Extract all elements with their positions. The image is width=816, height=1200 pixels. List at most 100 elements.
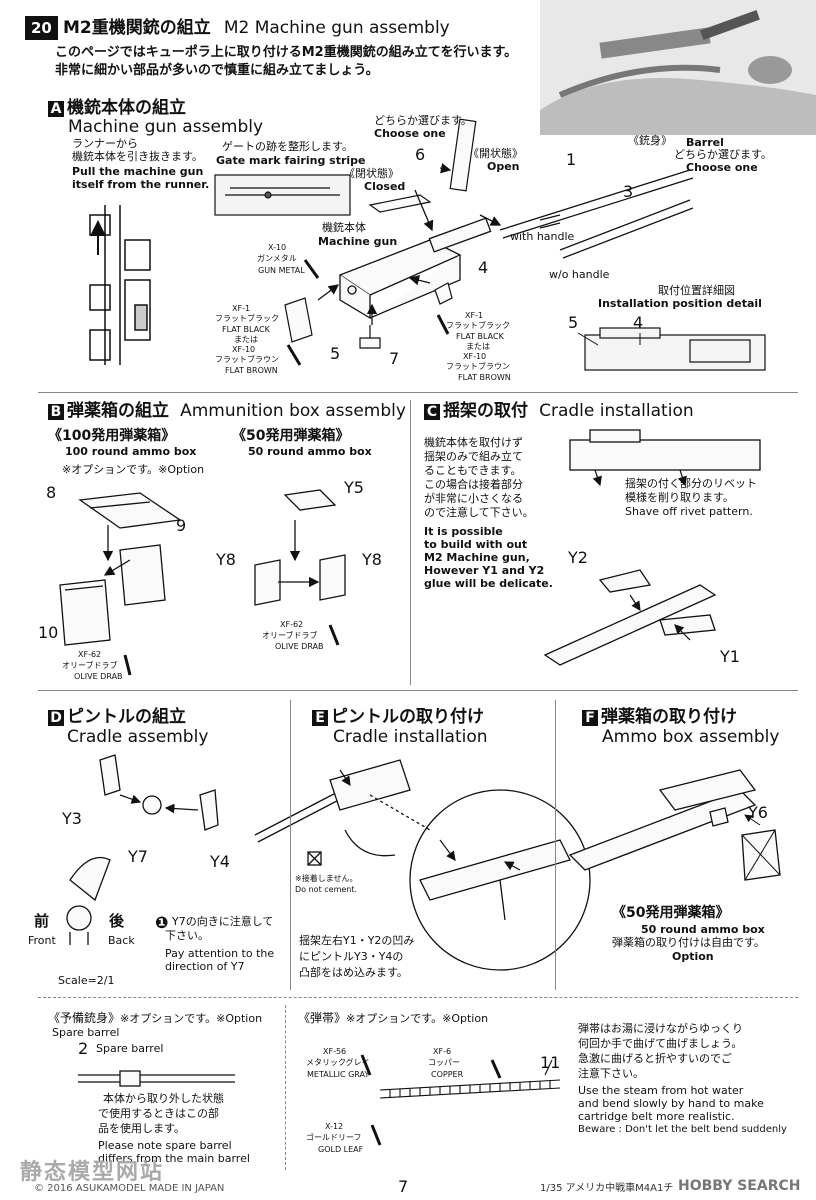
divider-4 xyxy=(290,700,291,990)
x12-code: X-12 xyxy=(325,1122,344,1131)
nocement-jp: ※接着しません。 xyxy=(295,874,358,883)
part-7: 7 xyxy=(389,349,400,368)
xf10-en-left: FLAT BROWN xyxy=(225,366,278,375)
part-4: 4 xyxy=(478,258,489,277)
belt-title: 《弾帯》※オプションです。※Option xyxy=(298,1011,489,1025)
xf56-jp: メタリックグレイ xyxy=(306,1058,370,1067)
xf10-en-right: FLAT BROWN xyxy=(458,373,511,382)
part-y8-left: Y8 xyxy=(216,550,236,569)
section-e-letter: E xyxy=(312,710,328,726)
detail-en: Installation position detail xyxy=(598,297,762,310)
fit-jp-1: 揺架左右Y1・Y2の凹み xyxy=(299,934,415,947)
part-5: 5 xyxy=(330,344,341,363)
nocement-en: Do not cement. xyxy=(295,885,358,894)
body-en: Machine gun xyxy=(318,235,398,248)
xf1-jp-right: フラットブラック xyxy=(446,321,510,330)
divider-7 xyxy=(285,1005,286,1170)
section-a-title-en: Machine gun assembly xyxy=(68,117,264,137)
section-f-letter: F xyxy=(582,710,598,726)
cradle-note-en-2: M2 Machine gun, xyxy=(424,551,530,564)
closed-jp: 《閉状態》 xyxy=(344,167,399,180)
cradle-drawing xyxy=(543,429,761,666)
part-10: 10 xyxy=(38,623,59,642)
copyright: © 2016 ASUKAMODEL MADE IN JAPAN xyxy=(34,1183,225,1194)
fit-jp-3: 凸部をはめ込みます。 xyxy=(299,966,408,979)
f-box50-en: 50 round ammo box xyxy=(641,923,765,936)
divider-2 xyxy=(410,400,411,685)
x12-en: GOLD LEAF xyxy=(318,1145,364,1154)
runner-note-en-2: itself from the runner. xyxy=(72,178,210,191)
cradle-note-jp-3: この場合は接着部分 xyxy=(424,478,523,491)
gate-note-jp: ゲートの跡を整形します。 xyxy=(222,140,353,153)
paint-jp-100: オリーブドラブ xyxy=(62,661,118,670)
intro-line-2: 非常に細かい部品が多いので慎重に組み立てましょう。 xyxy=(55,63,379,78)
rivet-jp-2: 模様を削り取ります。 xyxy=(625,491,734,504)
xf10-jp-left: フラットブラウン xyxy=(215,355,279,364)
cupola-photo xyxy=(540,0,816,135)
rivet-jp-1: 揺架の付く部分のリベット xyxy=(625,477,757,490)
paint-code-50: XF-62 xyxy=(280,620,304,629)
detail-part-5: 5 xyxy=(568,313,579,332)
paint-code-100: XF-62 xyxy=(78,650,102,659)
or-right: または xyxy=(466,342,490,351)
part-y4: Y4 xyxy=(210,852,230,871)
x10-code: X-10 xyxy=(268,243,287,252)
divider-6 xyxy=(38,997,798,998)
cradle-note-en-4: glue will be delicate. xyxy=(424,577,553,590)
part-3: 3 xyxy=(623,182,634,201)
barrel-jp: 《銃身》 xyxy=(628,134,672,147)
spare-note-jp-3: 品を使用します。 xyxy=(98,1122,185,1135)
runner-note-jp-1: ランナーから xyxy=(72,137,138,150)
fit-jp-2: にピントルY3・Y4の xyxy=(299,950,404,963)
xf1-en-left: FLAT BLACK xyxy=(222,325,270,334)
paint-en-50: OLIVE DRAB xyxy=(275,642,324,651)
belt-note-jp-2: 何回か手で曲げて曲げましょう。 xyxy=(578,1037,743,1050)
machine-gun-drawing xyxy=(338,217,492,320)
part-y8-right: Y8 xyxy=(362,550,382,569)
part-2: 2 xyxy=(78,1039,89,1058)
cradle-note-jp-0: 機銃本体を取付けず xyxy=(424,436,523,449)
paint-jp-50: オリーブドラブ xyxy=(262,631,318,640)
part-1: 1 xyxy=(566,150,577,169)
runner-note-jp-2: 機銃本体を引き抜きます。 xyxy=(72,150,203,163)
cradle-note-en-3: However Y1 and Y2 xyxy=(424,564,545,577)
xf10-code-left: XF-10 xyxy=(232,345,256,354)
scale-label: Scale=2/1 xyxy=(58,974,115,987)
belt-note-en-2: and bend slowly by hand to make xyxy=(578,1097,764,1110)
section-e-title-en: Cradle installation xyxy=(333,727,488,747)
back-jp: 後 xyxy=(109,912,125,930)
intro-line-1: このページではキューポラ上に取り付けるM2重機関銃の組み立てを行います。 xyxy=(55,45,518,60)
belt-note-jp-4: 注意下さい。 xyxy=(578,1067,644,1080)
belt-note-en-4: Beware : Don't let the belt bend suddenl… xyxy=(578,1124,787,1135)
front-jp: 前 xyxy=(34,912,50,930)
ammo-box-drawing xyxy=(59,489,346,646)
page-title-en: M2 Machine gun assembly xyxy=(223,18,450,38)
watermark-right: HOBBY SEARCH xyxy=(678,1178,801,1194)
spare-note-jp-1: 本体から取り外した状態 xyxy=(103,1092,224,1105)
front-en: Front xyxy=(28,934,56,947)
section-b-letter: B xyxy=(48,404,64,420)
part-y3: Y3 xyxy=(62,809,82,828)
box100-jp: 《100発用弾薬箱》 xyxy=(48,428,176,444)
section-d-title-en: Cradle assembly xyxy=(67,727,209,747)
body-jp: 機銃本体 xyxy=(322,221,366,234)
divider-1 xyxy=(38,392,798,393)
choose-en: Choose one xyxy=(374,127,446,140)
page-title-jp: M2重機関銃の組立 xyxy=(62,18,211,38)
f-free-en: Option xyxy=(672,950,714,963)
closed-en: Closed xyxy=(364,180,406,193)
spare-part-label: Spare barrel xyxy=(96,1042,164,1055)
divider-5 xyxy=(555,700,556,990)
cradle-note-jp-1: 揺架のみで組み立て xyxy=(424,450,523,463)
box100-option: ※オプションです。※Option xyxy=(62,463,205,476)
back-en: Back xyxy=(108,934,135,947)
box50-en: 50 round ammo box xyxy=(248,445,372,458)
caution-en-1: Pay attention to the xyxy=(165,947,275,960)
section-c-letter: C xyxy=(424,404,440,420)
belt-note-en-3: cartridge belt more realistic. xyxy=(578,1110,735,1123)
detail-jp: 取付位置詳細図 xyxy=(658,284,735,297)
